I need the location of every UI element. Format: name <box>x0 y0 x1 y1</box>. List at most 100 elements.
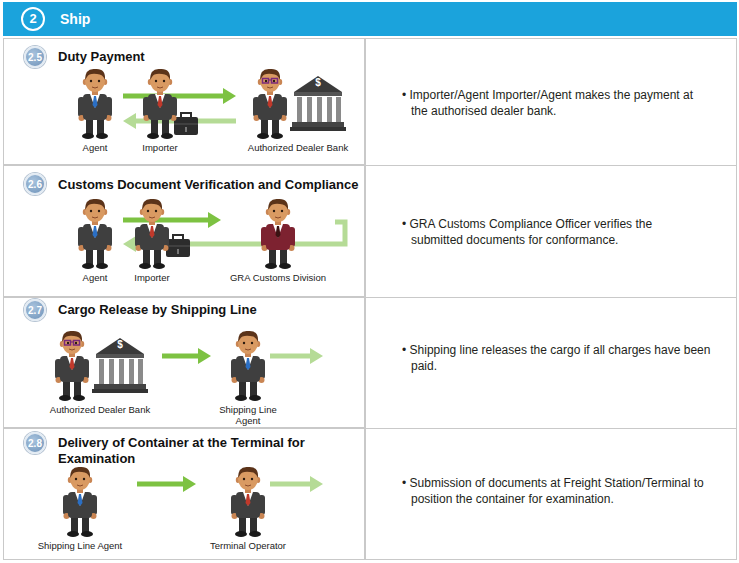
figure-part <box>85 69 105 80</box>
figure-part <box>90 80 92 82</box>
figure-part <box>138 359 143 384</box>
figure-part <box>251 478 253 480</box>
arrow-head <box>198 348 211 364</box>
figure-part <box>94 384 146 389</box>
agent-figure: Agent <box>69 198 121 283</box>
figure-part <box>93 226 98 238</box>
figure-part <box>269 79 272 80</box>
table-cell <box>366 298 737 429</box>
figure-part <box>154 248 161 265</box>
bank-figure: $Authorized Dealer Bank <box>40 330 160 415</box>
figure-frame <box>75 68 115 140</box>
figure-part <box>65 341 71 346</box>
figure-part <box>236 356 260 382</box>
figure-part <box>77 485 83 486</box>
figure-part <box>98 210 100 212</box>
section-number-text: 2 <box>29 12 36 26</box>
step-number: 2.6 <box>28 179 42 190</box>
figure-part <box>147 133 159 139</box>
person-illustration <box>228 330 268 402</box>
figure-part <box>272 118 279 135</box>
flow-arrow <box>162 348 211 364</box>
figure-frame <box>132 198 172 270</box>
figure-part <box>75 342 77 344</box>
figure-part <box>67 356 77 370</box>
figure-part <box>235 395 247 401</box>
figure-part <box>83 224 107 250</box>
person-illustration <box>75 68 115 140</box>
figure-part <box>70 358 75 370</box>
figure-part <box>268 199 288 210</box>
figure-part <box>273 80 275 82</box>
figure-part <box>280 248 287 265</box>
dollar-sign: $ <box>312 77 324 89</box>
figure-part <box>75 492 85 506</box>
figure-frame <box>140 68 180 140</box>
shipping-agent-figure: Shipping Line Agent <box>213 330 283 426</box>
arrow-head <box>223 88 236 104</box>
figure-part <box>71 341 74 342</box>
arrow-head <box>310 476 323 492</box>
figure-part <box>155 210 157 212</box>
figure-part <box>74 380 81 397</box>
figure-part <box>249 395 261 401</box>
figure-part <box>275 217 281 218</box>
figure-part <box>63 380 70 397</box>
figure-part <box>97 248 104 265</box>
arrow-head <box>310 348 323 364</box>
figure-part <box>78 494 83 506</box>
figure-part <box>243 478 245 480</box>
figure-part <box>96 338 144 354</box>
figure-part <box>90 210 92 212</box>
figure-part <box>236 492 260 518</box>
figure-part <box>271 133 283 139</box>
person-illustration <box>75 198 115 270</box>
figure-part <box>82 516 89 533</box>
step-badge: 2.6 <box>24 173 46 195</box>
step-title: Delivery of Container at the Terminal fo… <box>58 435 330 467</box>
step-description: • Shipping line releases the cargo if al… <box>402 342 732 374</box>
figure-part <box>119 359 124 384</box>
figure-part <box>231 467 265 537</box>
figure-frame <box>228 330 268 402</box>
figure-frame <box>60 466 100 538</box>
figure-part <box>96 354 144 358</box>
outgoing-arrow <box>270 482 311 487</box>
table-cell <box>366 166 737 298</box>
figure-part <box>78 69 112 139</box>
figure-part <box>158 96 163 108</box>
figure-part <box>257 133 269 139</box>
arrow-head <box>183 476 196 492</box>
figure-part <box>90 94 100 108</box>
table-cell <box>366 429 737 560</box>
figure-part <box>60 356 84 382</box>
figure-part <box>243 356 253 370</box>
figure-part <box>231 331 265 401</box>
figure-part <box>59 395 71 401</box>
person-illustration <box>60 466 100 538</box>
figure-part <box>155 80 157 82</box>
figure-part <box>67 342 69 344</box>
figure-part <box>246 494 251 506</box>
figure-part <box>162 118 169 135</box>
role-label: Authorized Dealer Bank <box>238 142 358 153</box>
briefcase-strap <box>185 127 187 132</box>
figure-part <box>150 69 170 80</box>
figure-part <box>243 342 245 344</box>
shipping-agent-figure: Shipping Line Agent <box>25 466 135 551</box>
figure-part <box>238 331 258 342</box>
figure-part <box>83 94 107 120</box>
figure-part <box>155 94 165 108</box>
figure-part <box>143 69 177 139</box>
figure-part <box>307 97 312 122</box>
figure-part <box>253 69 287 139</box>
bank-figure: $ Authorized Dealer Bank <box>238 68 358 153</box>
briefcase-line <box>166 246 190 247</box>
figure-part <box>96 263 108 269</box>
figure-part <box>268 96 273 108</box>
figure-part <box>151 118 158 135</box>
figure-frame <box>228 466 268 538</box>
step-title: Duty Payment <box>58 49 358 65</box>
figure-part <box>139 263 151 269</box>
